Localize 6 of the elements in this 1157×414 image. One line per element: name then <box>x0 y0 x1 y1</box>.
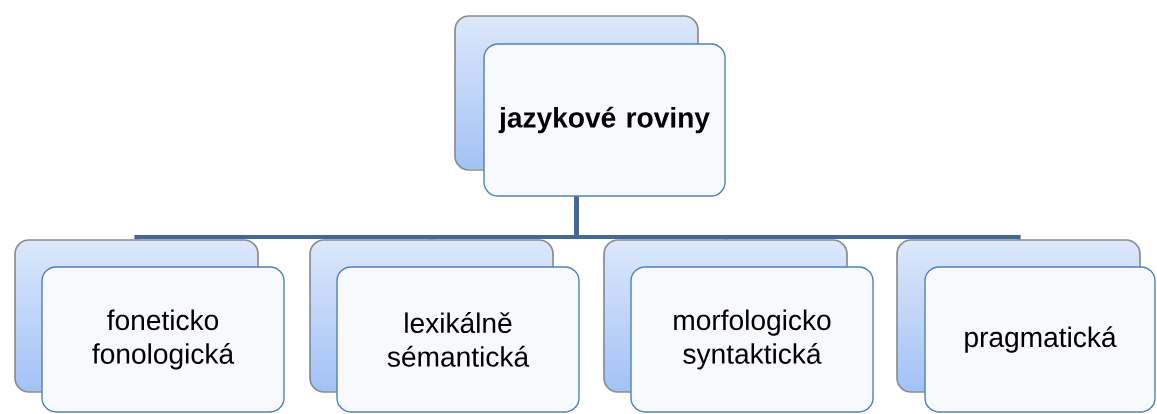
org-chart-box: foneticko fonologická <box>14 239 285 413</box>
connector-line <box>574 196 1021 241</box>
org-chart-box: lexikálně sémantická <box>309 239 580 413</box>
org-chart-box: pragmatická <box>896 239 1156 413</box>
org-chart-box: jazykové roviny <box>454 15 726 197</box>
org-chart-box: morfologicko syntaktická <box>603 239 874 413</box>
